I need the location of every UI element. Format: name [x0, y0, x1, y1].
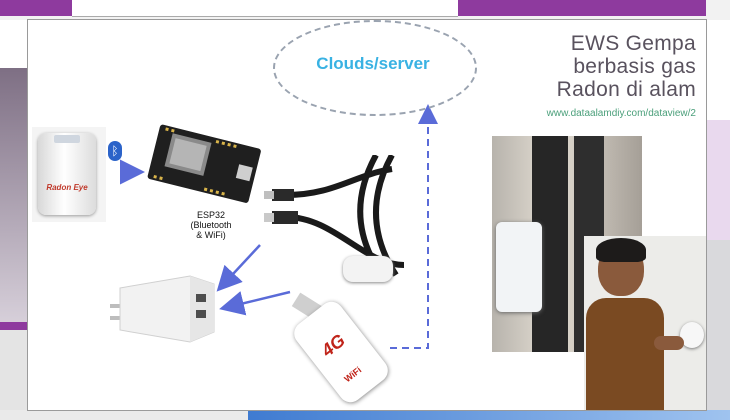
- modem-cap: [343, 256, 393, 282]
- right-tile-lilac: [706, 120, 730, 240]
- purple-strip-right: [458, 0, 706, 16]
- photo-person-install: [584, 236, 706, 410]
- left-tile-grey: [0, 330, 28, 420]
- bluetooth-icon: ᛒ: [108, 141, 122, 161]
- collage-top-strip: [0, 0, 730, 20]
- esp32-caption-line2: (Bluetooth: [190, 220, 232, 230]
- esp32-caption: ESP32 (Bluetooth & WiFi): [166, 210, 256, 240]
- left-tile-gradient: [0, 68, 28, 330]
- modem-brand: 4G: [317, 330, 349, 361]
- left-tile-purple: [0, 322, 28, 330]
- right-tile-white: [706, 20, 730, 120]
- bottom-strip-blue: [248, 410, 730, 420]
- esp32-caption-line1: ESP32: [196, 210, 226, 220]
- ews-url: www.dataalamdiy.com/dataview/2: [546, 108, 696, 119]
- left-tile-white: [0, 20, 28, 68]
- radon-eye-brand: Radon Eye: [46, 183, 88, 192]
- esp32-board: [146, 122, 264, 208]
- white-strip: [72, 0, 458, 17]
- modem-wifi-label: WiFi: [342, 364, 364, 385]
- ews-title-line1: EWS Gempa: [570, 32, 696, 55]
- usb-charger: [106, 270, 218, 346]
- cloud-ellipse: [273, 20, 477, 116]
- power-arrow-modem: [219, 290, 291, 316]
- cloud-label: Clouds/server: [316, 54, 430, 73]
- connector-arrows: [120, 104, 438, 349]
- ews-title: EWS Gempa berbasis gas Radon di alam: [557, 32, 696, 101]
- radon-eye-device: Radon Eye: [32, 127, 106, 222]
- esp32-caption-line3: & WiFi): [196, 230, 226, 240]
- power-arrow-esp: [216, 244, 261, 292]
- ews-title-line3: Radon di alam: [556, 78, 696, 101]
- diagram-slide: Clouds/server EWS Gempa berbasis gas Rad…: [28, 20, 706, 410]
- usb-4g-modem: 4G WiFi: [283, 252, 413, 408]
- ews-title-line2: berbasis gas: [573, 55, 696, 78]
- usb-cable: [264, 155, 405, 277]
- upload-dashed-arrow: [390, 104, 438, 349]
- purple-strip-left: [0, 0, 72, 16]
- bottom-strip-left: [0, 410, 248, 420]
